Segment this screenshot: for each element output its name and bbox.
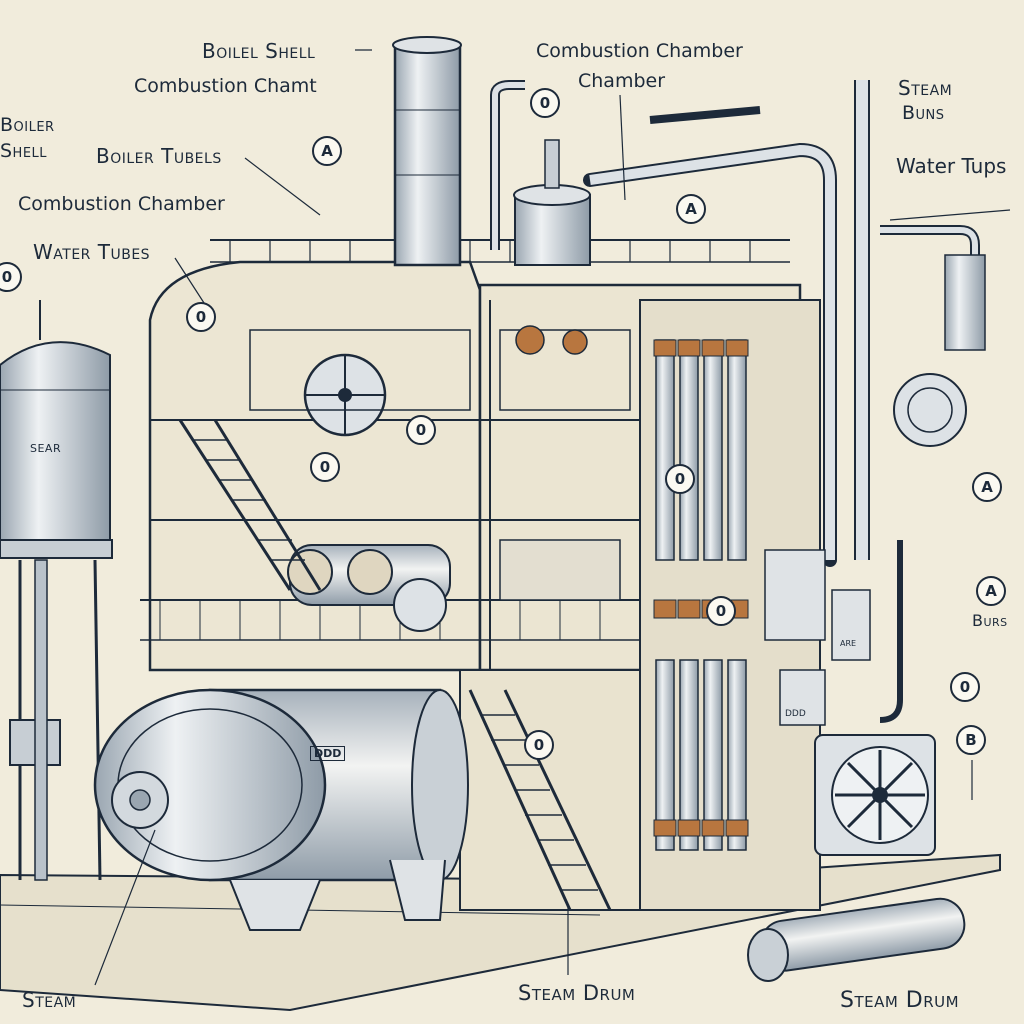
label-steam-drum-right: Steam Drum [840, 988, 960, 1013]
control-cabinets [764, 254, 986, 726]
label-steam-right: Steam [898, 76, 953, 100]
staircases [178, 419, 612, 911]
label-combustion-chamber-top: Combustion Chamt [134, 75, 317, 97]
label-shell-left: Shell [0, 140, 48, 162]
callout-gauge: 0 [706, 596, 736, 626]
label-boiler-shell-top: Boilel Shell [202, 39, 316, 63]
cabinet-plate: ARE [840, 639, 857, 648]
callout-edge-left: 0 [0, 262, 22, 292]
callout-cabin-mid: 0 [406, 415, 436, 445]
tank-plate: SEAR [30, 442, 62, 455]
pipework [490, 80, 980, 723]
callout-pipe-right: A [676, 194, 706, 224]
vertical-water-tubes [653, 339, 749, 851]
fan-unit [814, 734, 936, 856]
label-boiler-tubes: Boiler Tubels [96, 144, 222, 168]
label-water-tubes-left: Water Tubes [33, 240, 151, 264]
label-steam-drum-center: Steam Drum [518, 981, 636, 1005]
label-water-tubes-right: Water Tups [896, 154, 1007, 178]
leader-lines [94, 49, 1011, 986]
label-buns-right: Buns [902, 102, 945, 124]
chimney [392, 36, 462, 267]
callout-top-center: A [312, 136, 342, 166]
interior-machinery [249, 325, 631, 632]
main-drum [93, 688, 469, 931]
label-boiler-left: Boiler [0, 114, 55, 136]
loose-steam-drum [747, 897, 966, 982]
drum-plate: DDD [310, 746, 346, 761]
callout-right-low: A [976, 576, 1006, 606]
callout-chimney-tank: 0 [530, 88, 560, 118]
callout-cabin-left: 0 [186, 302, 216, 332]
label-steam-bottom: Steam [22, 988, 77, 1012]
left-storage-tank [0, 300, 113, 881]
callout-right-mid: A [972, 472, 1002, 502]
panel-plate: DDD [785, 709, 806, 719]
callout-cabin-low: 0 [310, 452, 340, 482]
top-tank [513, 139, 591, 266]
label-combustion-chamber-right: Combustion Chamber [536, 40, 743, 62]
callout-fan: B [956, 725, 986, 755]
label-combustion-chamber-left: Combustion Chamber [18, 193, 225, 215]
label-burs-right: Burs [972, 611, 1008, 630]
callout-stair: 0 [524, 730, 554, 760]
callout-column: 0 [665, 464, 695, 494]
label-chamber-right: Chamber [578, 70, 666, 92]
callout-stack-left: 0 [950, 672, 980, 702]
